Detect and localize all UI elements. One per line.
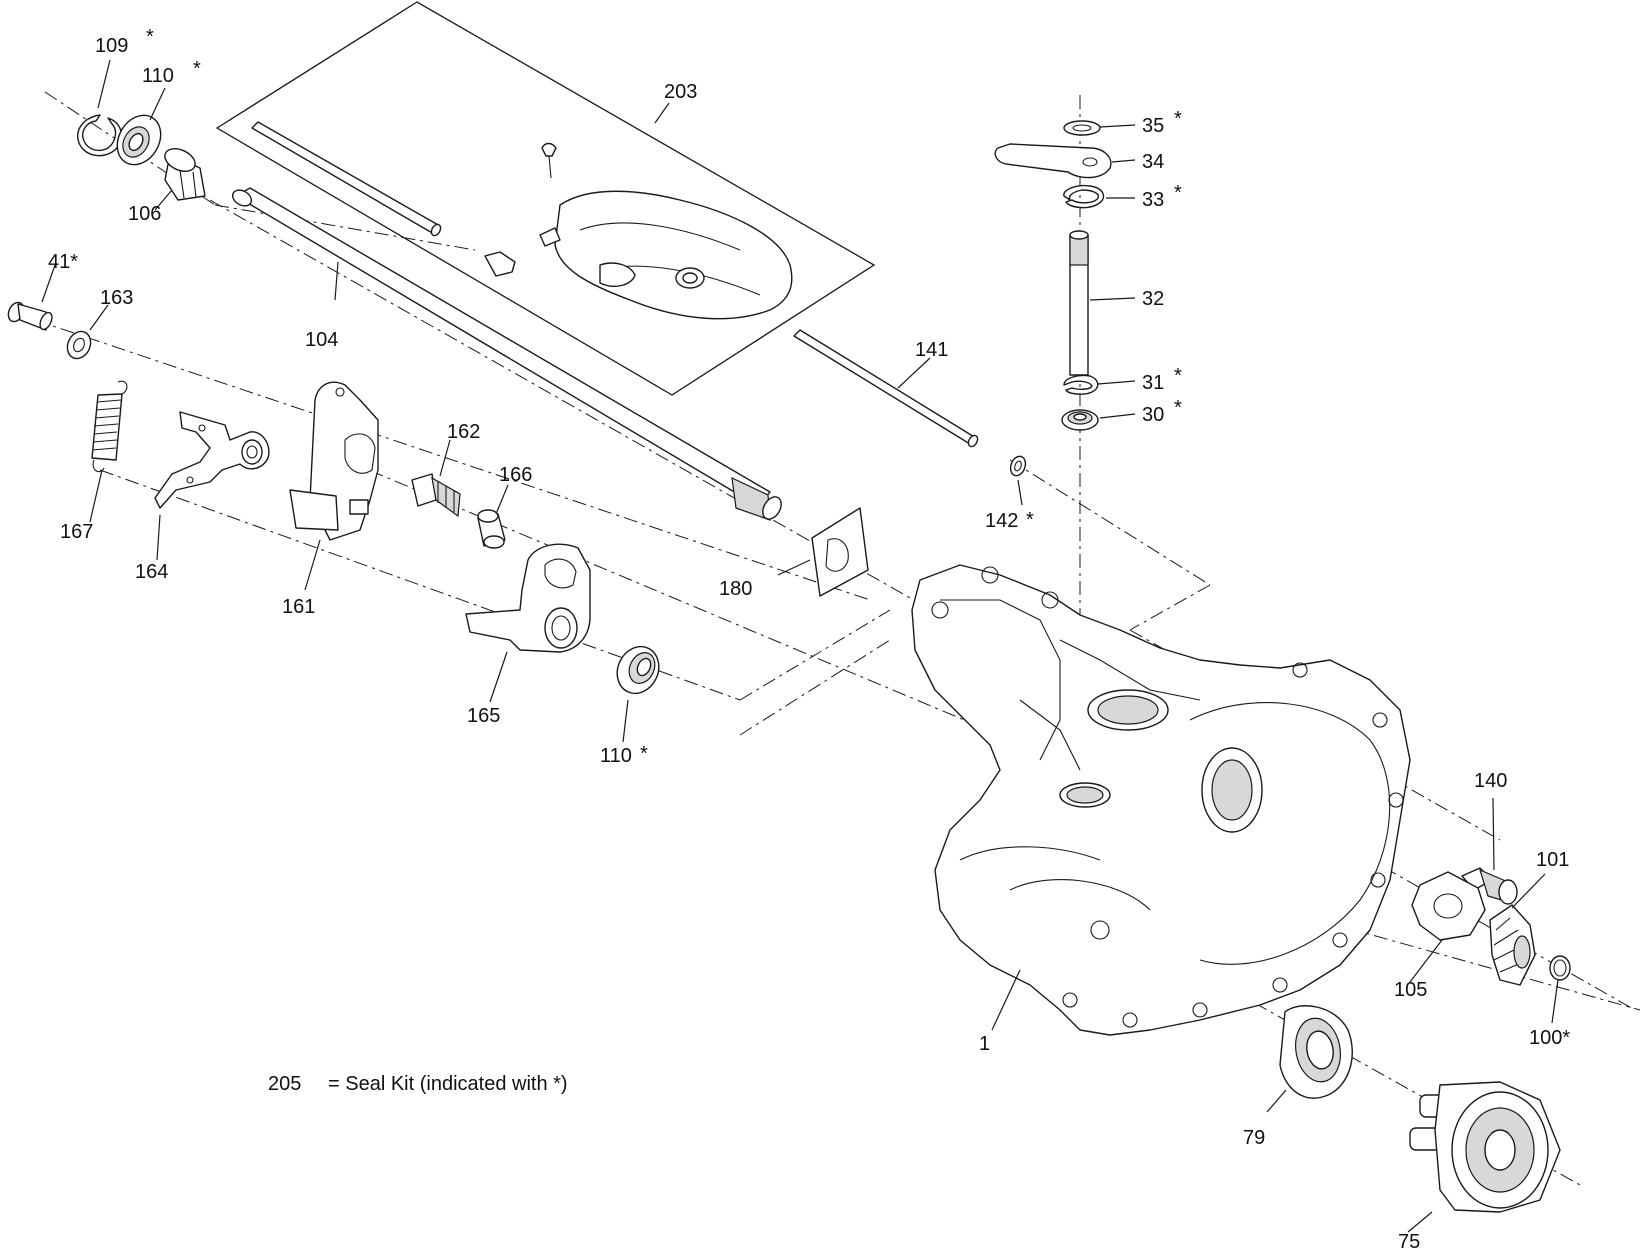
label-162: 162 — [447, 421, 480, 443]
label-164: 164 — [135, 561, 168, 583]
part-203-reservoir-kit — [251, 121, 793, 320]
part-1-housing — [911, 564, 1411, 1036]
part-166-spacer — [477, 509, 506, 549]
part-109-snap-ring — [77, 114, 123, 157]
part-79-seal — [1279, 1005, 1353, 1099]
label-110-lower: 110 — [600, 745, 632, 767]
part-105-coupler — [1411, 871, 1486, 941]
label-180: 180 — [719, 578, 752, 600]
label-109-star: * — [146, 26, 154, 48]
note-kit-text: = Seal Kit (indicated with *) — [328, 1073, 568, 1095]
part-33-retaining-ring — [1063, 184, 1105, 209]
label-142: 142 — [985, 510, 1018, 532]
part-142-washer — [1009, 455, 1027, 477]
label-109: 109 — [95, 35, 128, 57]
part-161-bracket — [289, 381, 379, 541]
label-31: 31 — [1142, 372, 1164, 394]
label-34: 34 — [1142, 151, 1164, 173]
part-110-seal-lower — [616, 645, 660, 695]
note-kit-number: 205 — [268, 1073, 301, 1095]
label-110-top-star: * — [193, 58, 201, 80]
part-180-bracket — [811, 507, 869, 597]
label-101: 101 — [1536, 849, 1569, 871]
label-163: 163 — [100, 287, 133, 309]
label-1: 1 — [979, 1033, 990, 1055]
part-104-shaft — [231, 187, 782, 521]
label-141: 141 — [915, 339, 948, 361]
part-30-seal — [1061, 409, 1099, 431]
label-35-star: * — [1174, 108, 1182, 130]
label-33: 33 — [1142, 189, 1164, 211]
part-163-washer — [66, 330, 92, 360]
label-35: 35 — [1142, 115, 1164, 137]
part-labels: 109 * 110 * 106 41* 163 104 203 35 * 34 … — [48, 26, 1570, 1253]
part-32-shaft — [1069, 230, 1089, 376]
part-31-retaining-ring — [1063, 374, 1099, 395]
label-30-star: * — [1174, 397, 1182, 419]
part-110-bearing — [116, 114, 162, 166]
label-75: 75 — [1398, 1231, 1420, 1253]
label-31-star: * — [1174, 365, 1182, 387]
label-142-star: * — [1026, 509, 1034, 531]
label-33-star: * — [1174, 182, 1182, 204]
part-162-bolt — [411, 473, 461, 518]
part-75-cylinder-block — [1409, 1081, 1561, 1213]
part-101-bevel-gear — [1489, 904, 1536, 986]
part-35-washer — [1063, 120, 1101, 136]
label-161: 161 — [282, 596, 315, 618]
label-140: 140 — [1474, 770, 1507, 792]
part-164-lever — [154, 411, 270, 509]
kit-203-outline — [215, 1, 876, 396]
leader-lines — [41, 59, 1559, 1233]
label-30: 30 — [1142, 404, 1164, 426]
part-41-pin — [7, 301, 53, 331]
part-167-spring — [91, 380, 128, 473]
label-203: 203 — [664, 81, 697, 103]
label-32: 32 — [1142, 288, 1164, 310]
part-100-retaining-ring — [1549, 955, 1571, 981]
label-79: 79 — [1243, 1127, 1265, 1149]
label-106: 106 — [128, 203, 161, 225]
part-141-rod — [793, 329, 979, 448]
part-165-plate — [465, 543, 591, 653]
label-167: 167 — [60, 521, 93, 543]
label-166: 166 — [499, 464, 532, 486]
seal-kit-note: 205 = Seal Kit (indicated with *) — [268, 1073, 568, 1095]
part-34-control-arm — [994, 143, 1112, 179]
assembly-axes — [34, 91, 1641, 1186]
label-165: 165 — [467, 705, 500, 727]
part-140-fitting — [1461, 867, 1518, 905]
label-105: 105 — [1394, 979, 1427, 1001]
label-110-top: 110 — [142, 65, 174, 87]
label-104: 104 — [305, 329, 338, 351]
part-106-bushing — [164, 147, 206, 201]
label-41: 41* — [48, 251, 78, 273]
label-100: 100* — [1529, 1027, 1570, 1049]
label-110-lower-star: * — [640, 743, 648, 765]
